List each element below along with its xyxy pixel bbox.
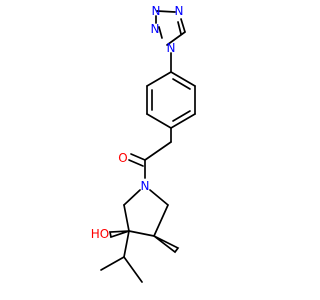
canvas-background [0,0,300,300]
atom-label-tetrazole-n1: N [151,22,160,36]
bond-ar1-ar2 [170,71,196,87]
bond-c4-c3 [128,230,155,237]
bond-layer [100,10,196,283]
bond-ar1-ar2-inner [172,78,191,90]
bond-n1-n2 [158,26,163,39]
atom-labels: N N N N O N HO [91,4,184,241]
wedge-c4-methyl [153,235,180,254]
bond-ch-me1 [100,256,125,271]
molecule-structure: N N N N O N HO [0,0,300,300]
bond-ar4-ar5 [146,113,172,129]
bond-ar6-ar1 [146,71,172,87]
bond-ch-me2 [123,256,143,283]
wedge-c3-oh [108,230,130,239]
bond-carbonyl-o-double [128,159,144,167]
bond-ar3-ar4-inner [172,110,191,122]
atom-label-tetrazole-n3: N [152,4,161,18]
atom-label-carbonyl-oxygen: O [118,151,127,165]
bond-c3-c5 [123,204,130,232]
bond-c-n4-double [177,21,182,35]
bond-ar3-ar4 [170,113,196,129]
bond-ch2-carbonyl [144,141,172,161]
bond-c-n4 [180,18,186,33]
bond-carbonyl-o [130,153,146,161]
bond-n4-n3 [156,10,176,13]
bond-n2-c [166,31,186,46]
bond-c2-c4 [153,204,169,237]
bond-n-c2 [149,189,169,206]
bond-c3-ch [123,230,130,258]
atom-label-pyrrolidine-nitrogen: N [141,179,150,193]
bond-c5-n [123,189,141,206]
atom-label-tetrazole-n2: N [167,41,176,55]
atom-label-tetrazole-n4: N [175,4,184,18]
atom-label-hydroxyl: HO [91,227,109,241]
